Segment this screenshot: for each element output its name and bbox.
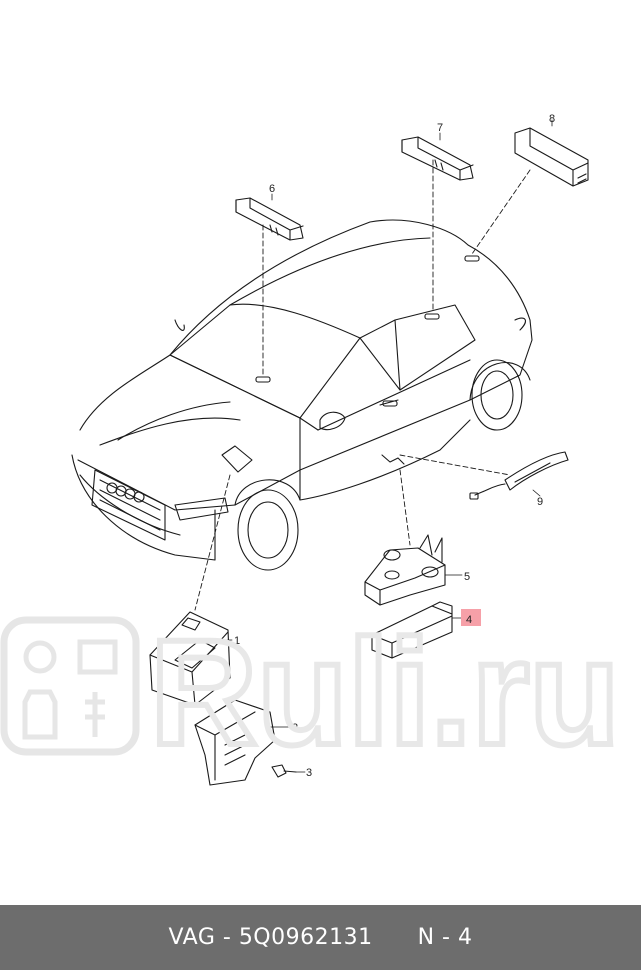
callout-9: 9 [537,496,543,508]
part-4-module [371,601,453,659]
part-7-antenna [401,136,474,181]
callout-4-highlight [461,609,481,626]
callout-6: 6 [269,183,275,195]
callout-8: 8 [549,113,555,125]
callout-4: 4 [466,614,472,626]
callout-leaders [221,119,553,773]
part-3-screw [271,764,297,778]
footer-gap [373,925,418,950]
part-5-bracket [364,534,446,606]
car-illustration [71,219,533,571]
part-8-module [514,127,589,187]
callout-5: 5 [464,571,470,583]
sensor-markers [221,255,480,473]
footer-brand: VAG [168,925,216,950]
part-9-handle-sensor [469,451,569,500]
callout-3: 3 [306,767,312,779]
footer-position: N - 4 [417,925,473,950]
callout-7: 7 [437,122,443,134]
callout-1: 1 [234,635,240,647]
part-2-bracket [194,699,276,786]
callout-2: 2 [292,722,298,734]
leader-lines [194,159,531,611]
footer-part-number: 5Q0962131 [238,925,373,950]
footer-bar: VAG - 5Q0962131 N - 4 [0,905,641,970]
parts-diagram: 6 7 8 9 5 4 1 2 3 [71,113,589,786]
part-6-antenna [235,197,304,241]
footer-separator: - [215,925,239,950]
part-1-control-unit [149,611,231,706]
